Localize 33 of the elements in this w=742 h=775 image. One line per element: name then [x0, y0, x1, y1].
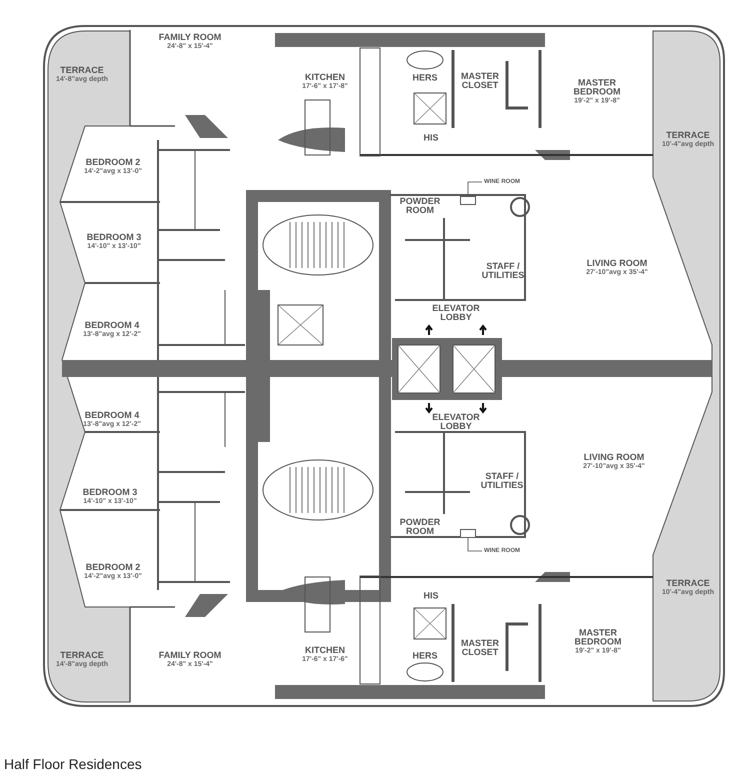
caption: Half Floor Residences	[4, 755, 142, 774]
room-name: MASTER CLOSET	[460, 72, 500, 90]
room-name: BEDROOM 2	[86, 158, 140, 167]
room-name: HIS	[424, 134, 438, 142]
room-name: BEDROOM 2	[86, 563, 140, 572]
room-name: BEDROOM 4	[84, 321, 140, 330]
room-name: MASTER BEDROOM	[572, 78, 622, 96]
room-name: MASTER CLOSET	[460, 639, 500, 657]
room-name: FAMILY ROOM	[158, 651, 222, 660]
room-name: LIVING ROOM	[584, 453, 644, 462]
leader-line	[468, 182, 482, 196]
room-name: HERS	[412, 652, 438, 660]
room-name: TERRACE	[666, 131, 710, 140]
room-name: BEDROOM 3	[82, 488, 138, 497]
room-name: KITCHEN	[305, 73, 345, 82]
room-name: MASTER BEDROOM	[574, 628, 622, 646]
room-name: HIS	[424, 592, 438, 600]
room-name: LIVING ROOM	[586, 259, 648, 268]
leader-line	[468, 537, 482, 552]
room-name: BEDROOM 4	[84, 411, 140, 420]
room-name: TERRACE	[666, 579, 710, 588]
room-name: KITCHEN	[305, 646, 345, 655]
room-name: HERS	[412, 74, 438, 82]
room-name: ELEVATOR LOBBY	[431, 304, 481, 322]
room-name: POWDER ROOM	[400, 197, 440, 215]
room-name: ELEVATOR LOBBY	[431, 413, 481, 431]
room-name: BEDROOM 3	[86, 233, 142, 242]
room-name: TERRACE	[60, 66, 104, 75]
room-name: STAFF / UTILITIES	[480, 472, 524, 490]
room-name: STAFF / UTILITIES	[480, 262, 526, 280]
room-name: TERRACE	[60, 651, 104, 660]
room-name: POWDER ROOM	[400, 518, 440, 536]
room-name: FAMILY ROOM	[158, 33, 222, 42]
